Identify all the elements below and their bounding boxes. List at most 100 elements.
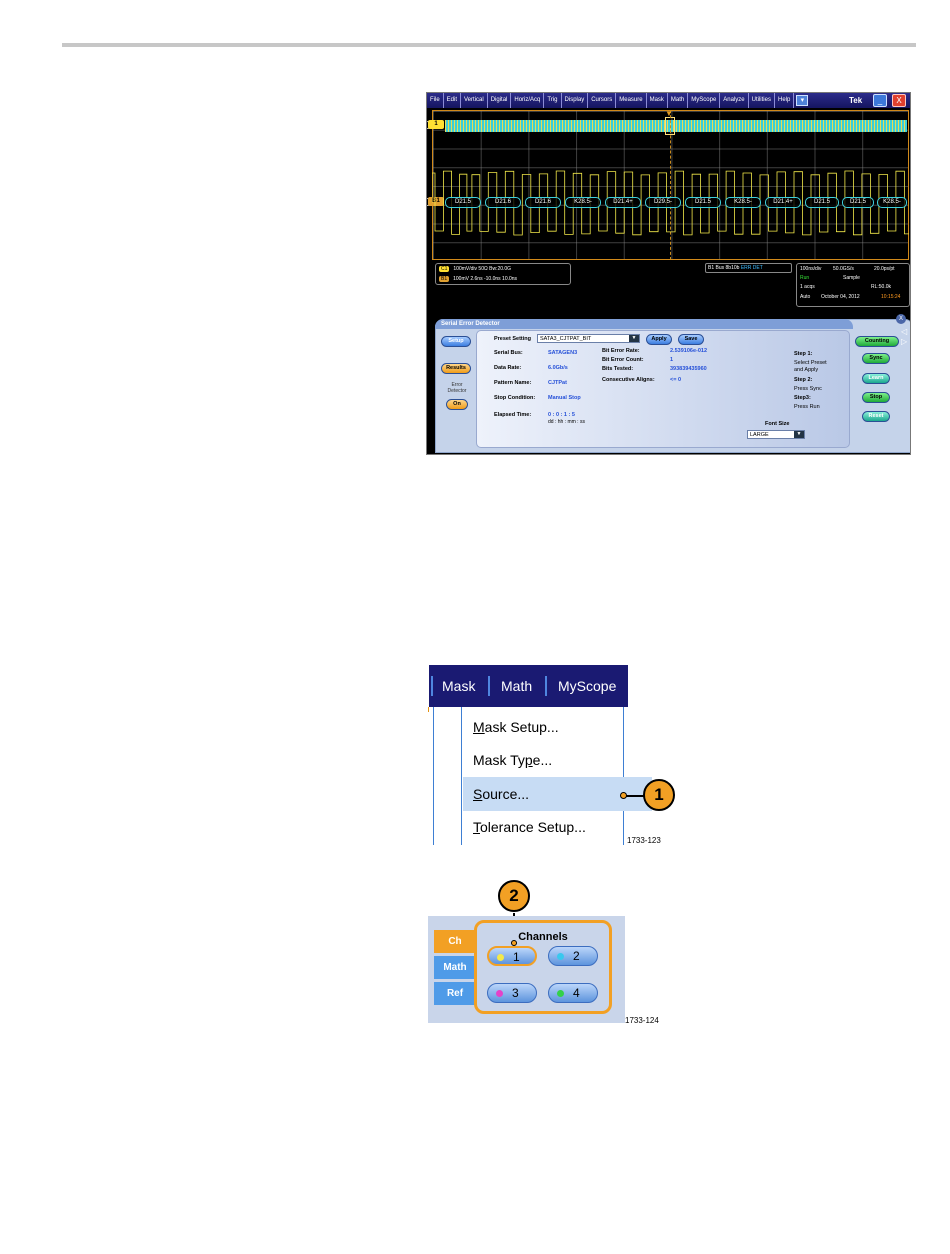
error-detector-on-button[interactable]: On (446, 399, 468, 410)
menu-cursors[interactable]: Cursors (588, 93, 617, 108)
tab-ch[interactable]: Ch (434, 930, 476, 953)
scope-menu-bar: File Edit Vertical Digital Horiz/Acq Tri… (427, 93, 910, 108)
menu-math[interactable]: Math (668, 93, 689, 108)
bus-decode-row: D21.5 D21.6 D21.6 K28.5- D21.4+ D29.5- D… (445, 197, 907, 208)
bus-settings: 100mV 2.6ns -10.0ns 10.0ns (453, 276, 518, 282)
b1-tag: B1 (439, 276, 450, 282)
bus-marker[interactable]: B1 (428, 197, 444, 206)
data-rate-value: 6.0Gb/s (548, 365, 568, 371)
page-rule (62, 43, 916, 47)
reset-button[interactable]: Reset (862, 411, 890, 422)
pattern-value: CJTPat (548, 380, 567, 386)
results-button[interactable]: Results (441, 363, 471, 374)
callout-2-anchor (511, 940, 517, 946)
menu-help[interactable]: Help (775, 93, 795, 108)
menu-horiz-acq[interactable]: Horiz/Acq (511, 93, 545, 108)
font-size-select[interactable]: LARGE ▼ (747, 430, 805, 439)
save-button[interactable]: Save (678, 334, 704, 345)
collapse-left-icon[interactable]: ◁ (901, 327, 908, 336)
setup-button[interactable]: Setup (441, 336, 471, 347)
menu-utilities[interactable]: Utilities (749, 93, 775, 108)
menu-math[interactable]: Math (501, 678, 533, 694)
mask-setup-item[interactable]: Mask Setup... (473, 719, 559, 735)
bits-tested-label: Bits Tested: (602, 366, 634, 372)
menu-vertical[interactable]: Vertical (461, 93, 488, 108)
menu-mask[interactable]: Mask (442, 678, 476, 694)
minimize-button[interactable]: _ (873, 94, 887, 107)
channel-led-icon (496, 990, 503, 997)
step3-heading: Step3: (794, 395, 811, 401)
bus-symbol: D21.5 (842, 197, 874, 208)
menu-dropdown-icon[interactable]: ▾ (796, 95, 809, 106)
serial-bus-value: SATAGEN3 (548, 350, 578, 356)
overview-waveform (445, 120, 907, 132)
ch1-settings: 100mV/div 50Ω Bw:20.0G (453, 266, 512, 272)
channel-number: 3 (512, 986, 519, 1000)
step2-text: Press Sync (794, 386, 822, 392)
tolerance-setup-item[interactable]: Tolerance Setup... (473, 819, 586, 835)
learn-button[interactable]: Learn (862, 373, 890, 384)
menu-file[interactable]: File (427, 93, 444, 108)
panel-close-icon[interactable]: X (896, 314, 906, 324)
bus-symbol: D21.5 (685, 197, 721, 208)
trigger-position-line (670, 110, 671, 260)
step1-text-a: Select Preset (794, 360, 827, 366)
menu-myscope[interactable]: MyScope (688, 93, 721, 108)
panel-content-area (476, 330, 850, 448)
dropdown-arrow-icon: ▼ (794, 431, 804, 438)
menu-display[interactable]: Display (562, 93, 589, 108)
tab-ref[interactable]: Ref (434, 982, 476, 1005)
preset-label: Preset Setting (494, 336, 531, 342)
font-size-label: Font Size (765, 421, 790, 427)
callout-1-anchor (620, 792, 627, 799)
menu-measure[interactable]: Measure (616, 93, 647, 108)
elapsed-time-value: 0 : 0 : 1 : 5 (548, 412, 575, 418)
apply-button[interactable]: Apply (646, 334, 672, 345)
channels-title: Channels (518, 931, 568, 943)
menu-digital[interactable]: Digital (488, 93, 512, 108)
mask-menu-bar (429, 665, 628, 707)
stop-button[interactable]: Stop (862, 392, 890, 403)
source-item[interactable]: Source... (473, 786, 530, 802)
figure-id-1: 1733-123 (627, 836, 661, 845)
channel-led-icon (557, 990, 564, 997)
tek-logo: Tek (849, 96, 863, 105)
bus-symbol: K28.5- (565, 197, 601, 208)
consecutive-aligns-label: Consecutive Aligns: (602, 377, 655, 383)
callout-1-leader (623, 795, 645, 797)
mask-type-item[interactable]: Mask Type... (473, 752, 553, 768)
tab-math[interactable]: Math (434, 956, 476, 979)
bit-error-count-value: 1 (670, 357, 674, 363)
menu-guide-line (623, 707, 624, 845)
channel-1-button[interactable]: 1 (487, 946, 537, 966)
menu-analyze[interactable]: Analyze (720, 93, 749, 108)
bus-readout-label: B1 Bus 8b10b (708, 265, 740, 271)
expand-right-icon[interactable]: ▷ (901, 337, 908, 346)
bits-tested-value: 393839435960 (670, 366, 707, 372)
menu-trig[interactable]: Trig (544, 93, 562, 108)
menu-myscope[interactable]: MyScope (558, 678, 617, 694)
bus-readout[interactable]: B1 Bus 8b10b ERR DET (705, 263, 792, 273)
font-size-value: LARGE (750, 432, 769, 438)
preset-select[interactable]: SATA3_CJTPAT_BIT ▼ (537, 334, 640, 343)
channel-4-button[interactable]: 4 (548, 983, 598, 1003)
serial-bus-label: Serial Bus: (494, 350, 523, 356)
menu-mask[interactable]: Mask (647, 93, 668, 108)
close-button[interactable]: X (892, 94, 906, 107)
sync-button[interactable]: Sync (862, 353, 890, 364)
bus-symbol: D21.5 (805, 197, 839, 208)
acq-mode: Sample (843, 275, 860, 281)
menu-separator (545, 676, 547, 696)
consecutive-aligns-value: <= 0 (670, 377, 682, 383)
elapsed-time-label: Elapsed Time: (494, 412, 532, 418)
trigger-mode: Auto (800, 294, 811, 300)
bus-symbol: K28.5- (725, 197, 761, 208)
channel-3-button[interactable]: 3 (487, 983, 537, 1003)
oscilloscope-screenshot: File Edit Vertical Digital Horiz/Acq Tri… (426, 92, 911, 455)
menu-edit[interactable]: Edit (444, 93, 462, 108)
step1-text-b: and Apply (794, 367, 819, 373)
channel-2-button[interactable]: 2 (548, 946, 598, 966)
acquisition-readout[interactable]: 100ns/div 50.0GS/s 20.0ps/pt Run Sample … (796, 263, 910, 307)
ch1-marker[interactable]: 1 (428, 120, 444, 129)
